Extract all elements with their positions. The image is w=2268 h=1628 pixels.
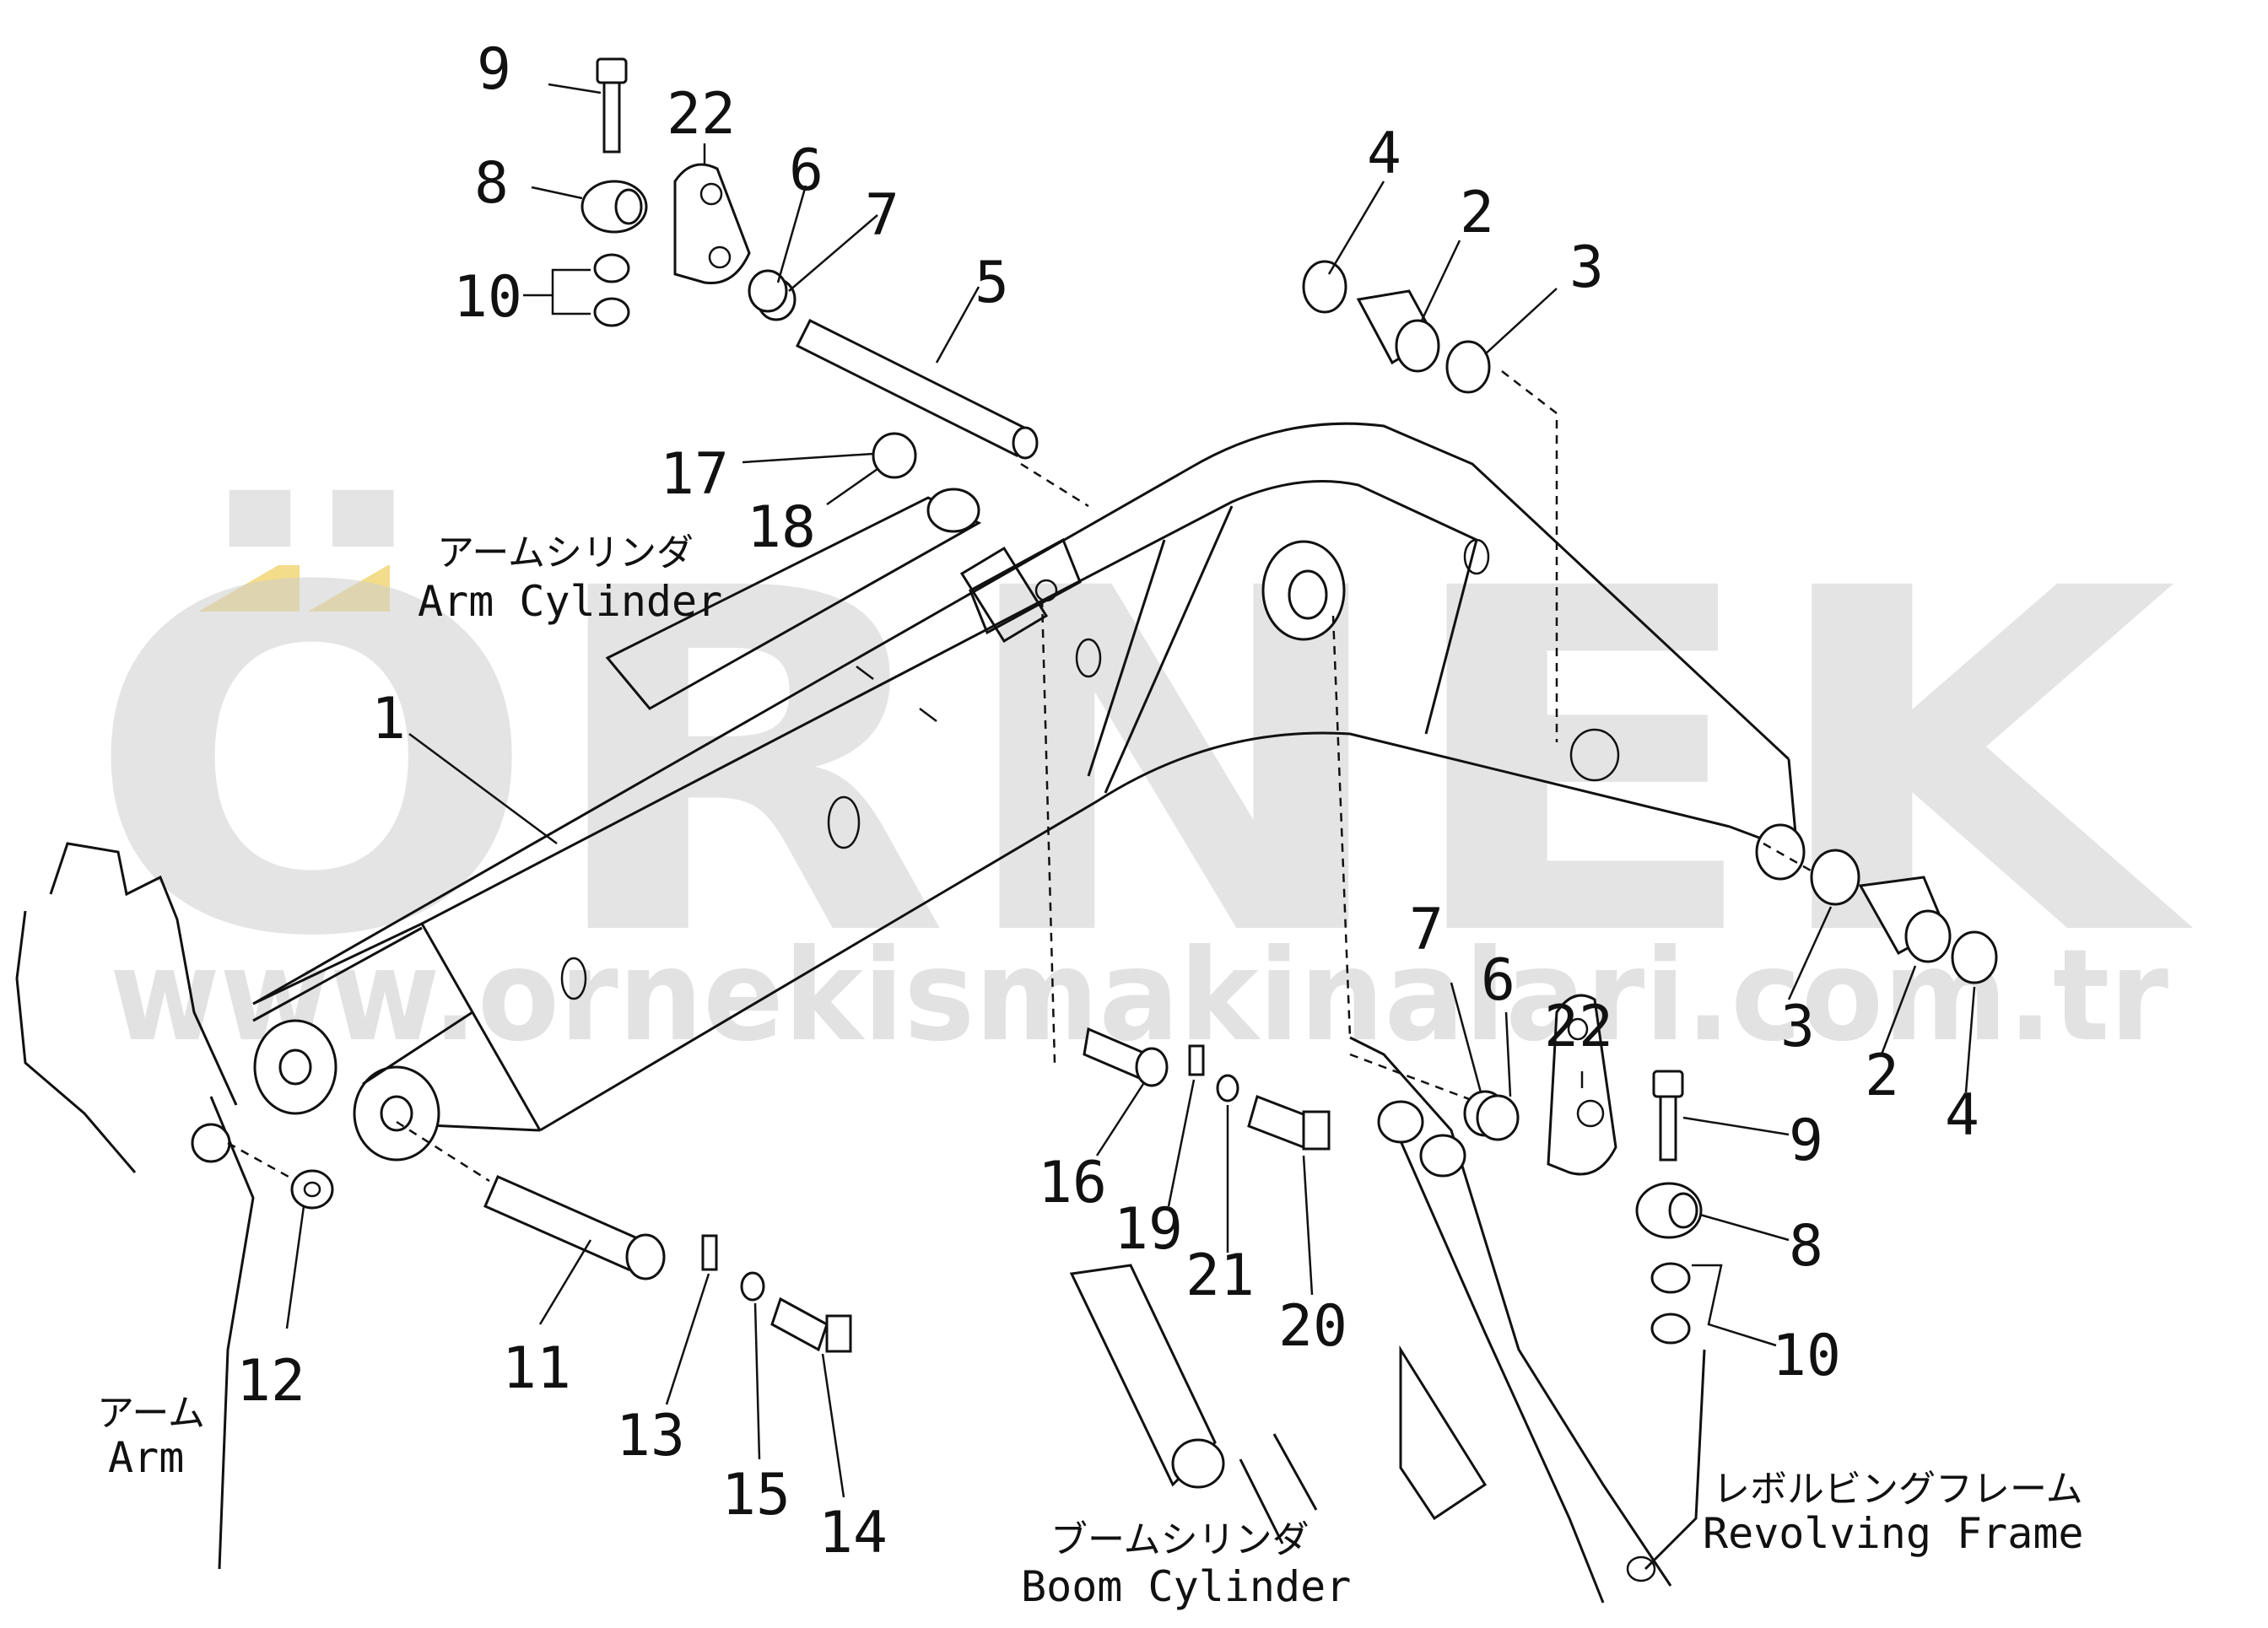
callout-3-bottom: 3 xyxy=(1780,994,1815,1060)
watermark-accent-right xyxy=(308,565,390,612)
callout-7-top: 7 xyxy=(865,182,899,249)
revolving-frame-label-en: Revolving Frame xyxy=(1703,1509,2084,1558)
loose-parts xyxy=(483,57,1998,1353)
callout-8-top: 8 xyxy=(474,150,509,217)
callout-11: 11 xyxy=(502,1335,571,1402)
captions: アームシリンダ Arm Cylinder アーム Arm ブームシリンダ Boo… xyxy=(97,531,2084,1611)
callout-4-top: 4 xyxy=(1367,121,1401,187)
boom-cylinder-label-jp: ブームシリンダ xyxy=(1050,1518,1310,1561)
callout-6-top: 6 xyxy=(789,137,824,204)
callout-8-bottom: 8 xyxy=(1789,1213,1823,1280)
callout-12: 12 xyxy=(236,1348,305,1415)
boom-cylinder-label-en: Boom Cylinder xyxy=(1021,1562,1351,1611)
arm-cylinder-label-en: Arm Cylinder xyxy=(418,577,722,626)
callout-20: 20 xyxy=(1278,1293,1347,1360)
revolving-frame-label-jp: レボルビングフレーム xyxy=(1713,1468,2083,1511)
callout-3-top: 3 xyxy=(1569,234,1604,301)
assembly-lines xyxy=(396,370,1823,1183)
arm-outline xyxy=(15,842,334,1570)
boom-cylinder-outline xyxy=(1069,1264,1318,1544)
callout-9-top: 9 xyxy=(477,36,511,103)
callout-10-bottom: 10 xyxy=(1772,1323,1841,1389)
callout-17: 17 xyxy=(660,441,729,508)
arm-cylinder-outline xyxy=(605,488,1049,710)
revolving-frame-outline xyxy=(1349,1036,1706,1604)
callout-9-bottom: 9 xyxy=(1789,1108,1823,1174)
boom-body xyxy=(252,422,1806,1162)
callout-22-bottom: 22 xyxy=(1544,994,1613,1060)
callout-19: 19 xyxy=(1114,1196,1183,1263)
watermark-url: www.ornekismakinalari.com.tr xyxy=(110,923,2168,1070)
watermark-accent-left xyxy=(198,565,300,612)
callout-2-bottom: 2 xyxy=(1865,1043,1899,1109)
callout-21: 21 xyxy=(1185,1243,1255,1309)
callout-22-top: 22 xyxy=(667,81,736,148)
leader-lines xyxy=(285,83,1976,1498)
arm-label-en: Arm xyxy=(108,1433,184,1482)
callout-18: 18 xyxy=(747,494,816,561)
callout-15: 15 xyxy=(721,1462,791,1528)
callout-5: 5 xyxy=(975,250,1009,316)
callout-13: 13 xyxy=(616,1403,685,1469)
arm-label-jp: アーム xyxy=(97,1392,205,1435)
callout-16: 16 xyxy=(1038,1150,1107,1216)
callout-10-top: 10 xyxy=(453,264,522,331)
callout-6-bottom: 6 xyxy=(1481,947,1515,1014)
callout-14: 14 xyxy=(818,1500,888,1566)
arm-cylinder-label-jp: アームシリンダ xyxy=(437,531,694,574)
callout-2-top: 2 xyxy=(1460,180,1494,246)
callout-4-bottom: 4 xyxy=(1945,1082,1979,1149)
callout-7-bottom: 7 xyxy=(1409,897,1444,963)
callout-1: 1 xyxy=(371,686,406,752)
callout-numbers: 9 8 10 22 6 7 5 17 18 4 2 3 1 12 11 13 1… xyxy=(236,36,1979,1566)
